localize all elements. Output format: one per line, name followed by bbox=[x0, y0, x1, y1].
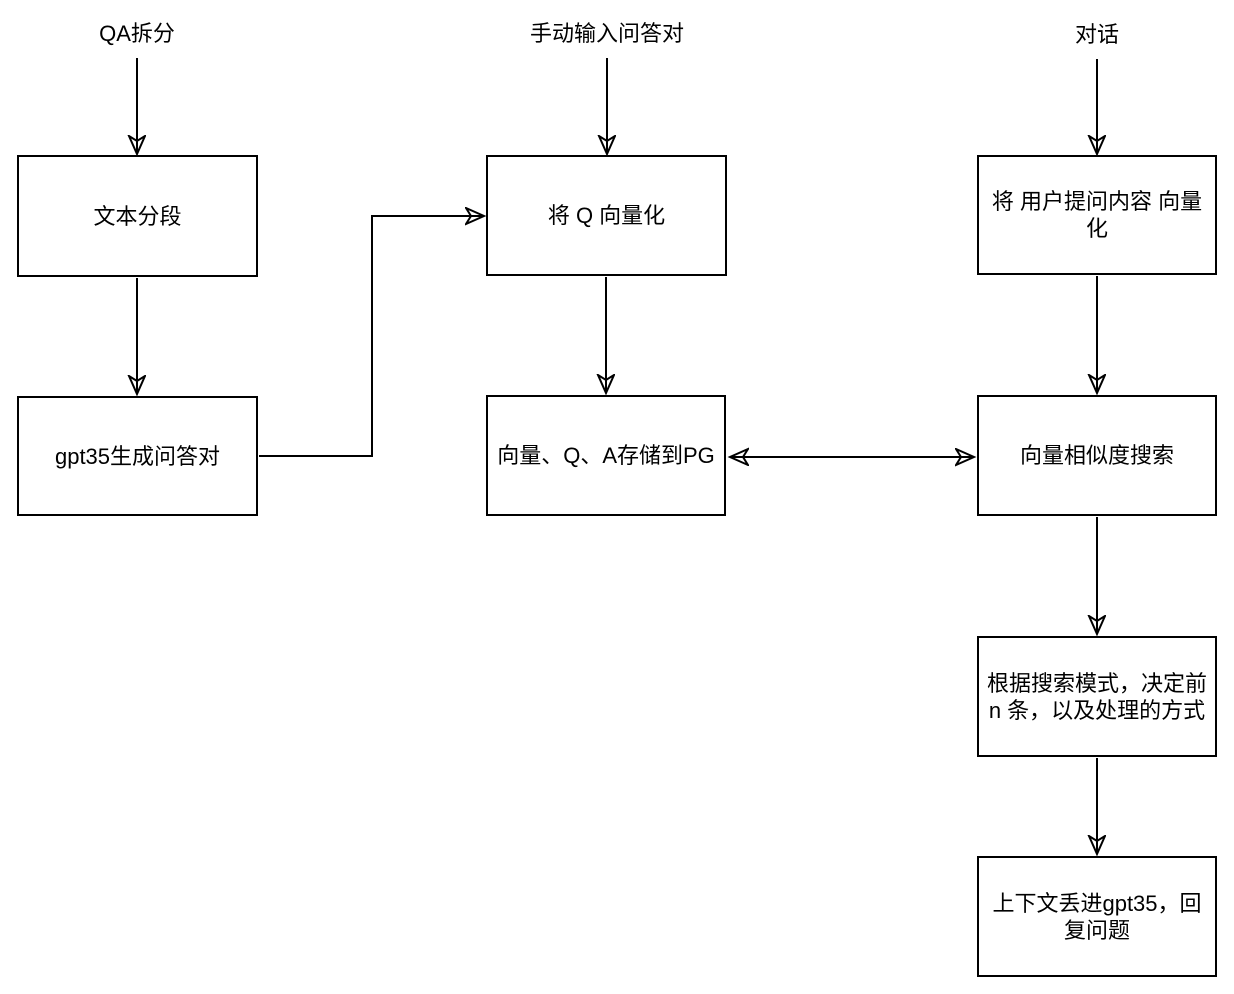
node-gpt35-reply: 上下文丢进gpt35，回复问题 bbox=[977, 856, 1217, 977]
node-text-segmentation: 文本分段 bbox=[17, 155, 258, 277]
node-store-vector-qa-to-pg: 向量、Q、A存储到PG bbox=[486, 395, 726, 516]
node-vector-similarity-search: 向量相似度搜索 bbox=[977, 395, 1217, 516]
node-vector-similarity-search-label: 向量相似度搜索 bbox=[1019, 443, 1174, 468]
node-text-segmentation-label: 文本分段 bbox=[93, 203, 182, 229]
entry-label-qa-split: QA拆分 bbox=[99, 21, 175, 46]
node-gpt35-generate-qa: gpt35生成问答对 bbox=[17, 396, 258, 516]
node-vectorize-user-question-label: 将 用户提问内容 向量化 bbox=[991, 189, 1203, 241]
node-gpt35-generate-qa-label: gpt35生成问答对 bbox=[54, 443, 221, 469]
entry-label-manual-qa-input: 手动输入问答对 bbox=[529, 21, 685, 46]
node-gpt35-reply-label: 上下文丢进gpt35，回复问题 bbox=[992, 890, 1202, 943]
node-vectorize-user-question: 将 用户提问内容 向量化 bbox=[977, 155, 1217, 275]
node-store-vector-qa-to-pg-label: 向量、Q、A存储到PG bbox=[497, 443, 715, 468]
node-search-mode-top-n: 根据搜索模式，决定前 n 条，以及处理的方式 bbox=[977, 636, 1217, 757]
entry-label-dialogue: 对话 bbox=[1074, 22, 1120, 47]
node-search-mode-top-n-label: 根据搜索模式，决定前 n 条，以及处理的方式 bbox=[986, 670, 1207, 723]
node-vectorize-q-label: 将 Q 向量化 bbox=[547, 203, 666, 228]
edge-gpt35-generate-qa-to-vectorize-q bbox=[259, 216, 484, 457]
node-vectorize-q: 将 Q 向量化 bbox=[486, 155, 727, 276]
